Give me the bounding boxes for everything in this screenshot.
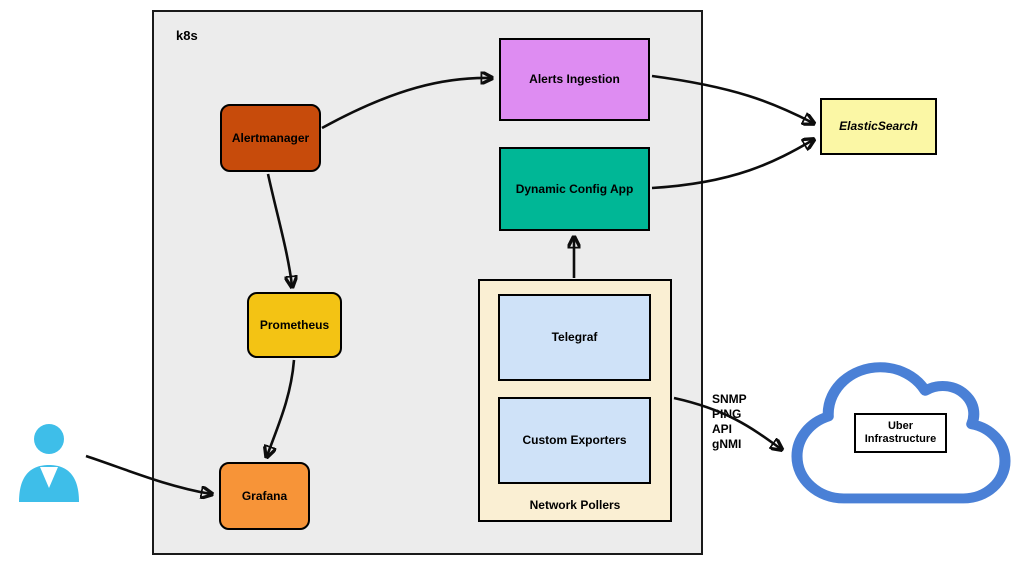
node-prometheus-label: Prometheus <box>259 317 330 332</box>
node-grafana-label: Grafana <box>241 488 288 503</box>
person-head <box>34 424 64 454</box>
node-custom-exporters: Custom Exporters <box>498 397 651 484</box>
node-elasticsearch: ElasticSearch <box>820 98 937 155</box>
node-uber-infrastructure-label: Uber Infrastructure <box>864 420 937 445</box>
node-elasticsearch-label: ElasticSearch <box>839 119 918 133</box>
node-telegraf-label: Telegraf <box>551 330 598 344</box>
user-person-icon <box>19 424 79 502</box>
node-alerts-ingestion: Alerts Ingestion <box>499 38 650 121</box>
node-alerts-ingestion-label: Alerts Ingestion <box>529 72 620 86</box>
node-dynamic-config-app: Dynamic Config App <box>499 147 650 231</box>
node-network-pollers-label: Network Pollers <box>529 498 621 512</box>
k8s-label: k8s <box>176 28 198 43</box>
edge-label-protocols: SNMP PING API gNMI <box>712 392 747 451</box>
node-alertmanager: Alertmanager <box>220 104 321 172</box>
node-custom-exporters-label: Custom Exporters <box>522 433 627 447</box>
node-uber-infrastructure: Uber Infrastructure <box>854 413 947 453</box>
node-grafana: Grafana <box>219 462 310 530</box>
person-collar <box>40 467 58 488</box>
node-alertmanager-label: Alertmanager <box>231 130 310 145</box>
node-telegraf: Telegraf <box>498 294 651 381</box>
node-dynamic-config-app-label: Dynamic Config App <box>515 181 634 196</box>
node-prometheus: Prometheus <box>247 292 342 358</box>
